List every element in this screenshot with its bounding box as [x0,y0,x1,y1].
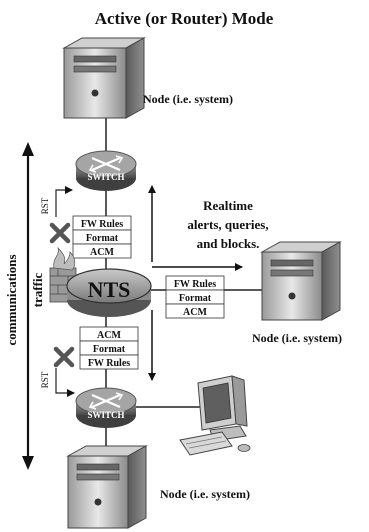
rule-stack-upper: FW Rules Format ACM [72,215,132,259]
server-icon-right[interactable] [260,241,342,321]
rule-format-lower: Format [93,344,126,355]
node-label-bottom: Node (i.e. system) [160,487,250,501]
rule-acm-right: ACM [183,307,207,318]
workstation-icon[interactable] [179,375,251,456]
rule-fw-lower: FW Rules [88,358,130,369]
rule-acm-upper: ACM [90,247,114,258]
rule-acm-lower: ACM [97,330,121,341]
rule-format-upper: Format [86,233,119,244]
realtime-line3: and blocks. [197,236,260,251]
node-label-right: Node (i.e. system) [252,331,342,345]
rst-arrow-upper [55,186,73,217]
server-icon-top[interactable] [62,37,146,119]
rst-arrow-lower [55,368,75,397]
switch-icon-upper[interactable] [75,150,137,191]
block-x-icon-lower [53,346,75,368]
rst-label-lower: RST [40,371,50,388]
realtime-line2: alerts, queries, [187,217,268,232]
switch-icon-lower[interactable] [75,387,137,428]
realtime-line1: Realtime [203,198,253,213]
rule-format-right: Format [179,293,212,304]
diagram-title: Active (or Router) Mode [95,9,274,28]
rule-fw-right: FW Rules [174,279,216,290]
rule-stack-right: FW Rules Format ACM [165,275,225,319]
nts-device[interactable] [66,268,152,317]
nts-label: NTS [88,277,131,302]
rst-label-upper: RST [40,197,50,214]
switch-label-lower: SWITCH [87,410,124,420]
axis-label-line2: traffic [30,272,45,307]
block-x-icon-upper [49,222,71,244]
switch-label-upper: SWITCH [87,172,124,182]
server-icon-bottom[interactable] [66,445,148,529]
rule-stack-lower: ACM Format FW Rules [79,326,139,370]
node-label-top: Node (i.e. system) [143,92,233,106]
axis-label-line1: communications [4,255,19,346]
traffic-axis-arrow [22,142,34,470]
rule-fw-upper: FW Rules [81,219,123,230]
